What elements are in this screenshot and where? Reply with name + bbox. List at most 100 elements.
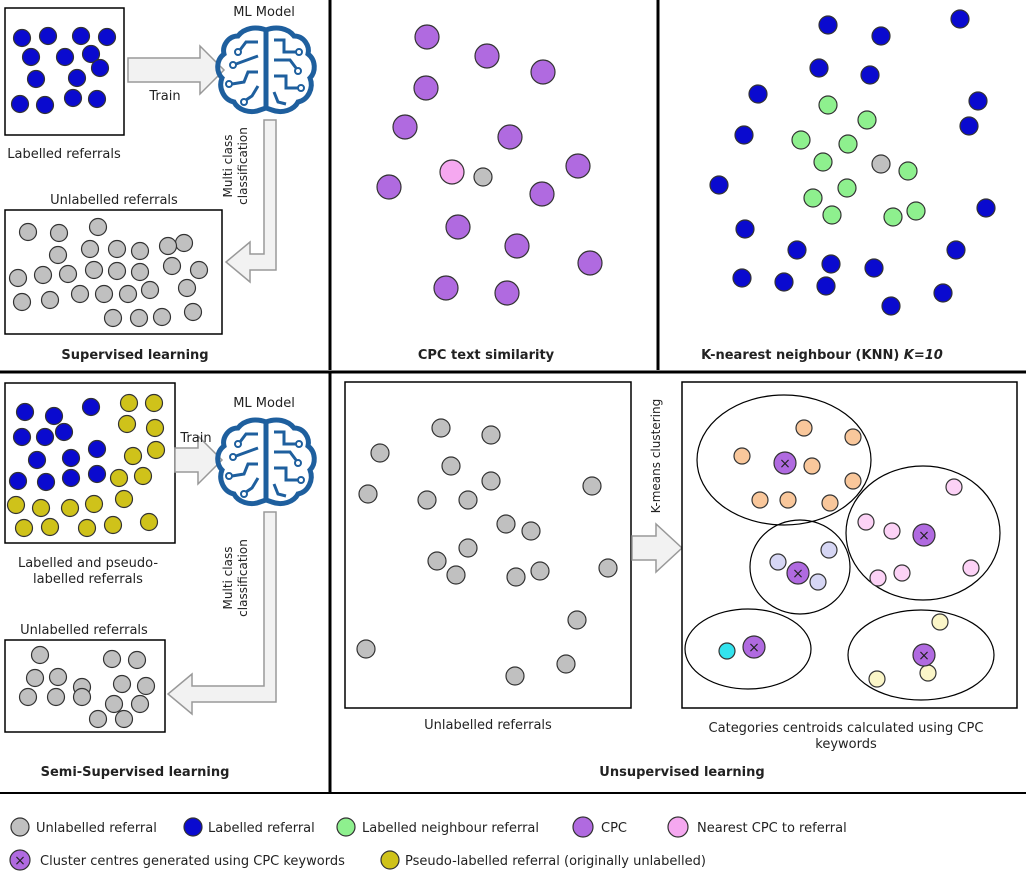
legend-labelled-symbol <box>183 817 203 837</box>
unlabelled-referral-dot <box>427 551 447 571</box>
legend-neighbour: Labelled neighbour referral <box>362 821 539 836</box>
cluster-member-dot <box>869 569 887 587</box>
labelled-referral-dot <box>21 47 41 67</box>
labelled-referral-dot <box>732 268 752 288</box>
unlabelled-referral-dot <box>12 292 32 312</box>
panel-title: CPC text similarity <box>418 348 555 363</box>
model-label: ML Model <box>233 5 295 20</box>
unlabelled-referral-dot <box>8 268 28 288</box>
panel-knn: K-nearest neighbour (KNN) K=10 <box>701 9 996 363</box>
cluster-member-dot <box>809 573 827 591</box>
cluster-member-dot <box>821 494 839 512</box>
classify-arrow <box>166 511 277 716</box>
unlabelled-referral-dot <box>18 222 38 242</box>
unlabelled-referral-dot <box>104 694 124 714</box>
unlabelled-referral-dot <box>30 645 50 665</box>
unlabelled-referral-dot <box>177 278 197 298</box>
legend-unlabelled-symbol <box>10 817 30 837</box>
classify-label-1: Multi class <box>221 135 235 198</box>
legend: × Unlabelled referral Labelled referral … <box>9 816 847 871</box>
panel-title: Unsupervised learning <box>599 765 764 780</box>
unlabelled-referral-dot <box>458 490 478 510</box>
unlabelled-referral-dot <box>88 217 108 237</box>
labelled-referral-dot <box>748 84 768 104</box>
unlabelled-dots <box>18 645 156 729</box>
labelled-referral-dot <box>860 65 880 85</box>
labelled-neighbour-dot <box>838 134 858 154</box>
labelled-neighbour-dot <box>883 207 903 227</box>
labelled-referral-dot <box>821 254 841 274</box>
unlabelled-dots <box>356 418 618 686</box>
unlabelled-referral-dot <box>46 687 66 707</box>
unlabelled-referral-dot <box>871 154 891 174</box>
unlabelled-referral-dot <box>458 538 478 558</box>
pseudo-labelled-dot <box>31 498 51 518</box>
train-arrow <box>174 434 224 486</box>
legend-cluster-centre: Cluster centres generated using CPC keyw… <box>40 854 345 869</box>
unlabelled-referral-dot <box>582 476 602 496</box>
labelled-referral-dot <box>709 175 729 195</box>
train-arrow <box>127 44 226 96</box>
classify-label-2: classification <box>236 539 250 617</box>
panel-title: Supervised learning <box>61 348 208 363</box>
labelled-referral-dot <box>87 439 107 459</box>
panel-cpc-similarity: CPC text similarity <box>376 24 603 363</box>
cpc-dot <box>577 250 603 276</box>
cluster-member-dot <box>844 472 862 490</box>
cluster-member-dot <box>803 457 821 475</box>
labelled-referral-dot <box>968 91 988 111</box>
unlabelled-referral-dot <box>33 265 53 285</box>
unlabelled-referral-dot <box>107 261 127 281</box>
unlabelled-referral-dot <box>112 674 132 694</box>
labelled-referral-dot <box>71 26 91 46</box>
cluster-ellipse <box>847 609 995 701</box>
cluster-member-dot <box>769 553 787 571</box>
labelled-referral-dot <box>87 89 107 109</box>
unlabelled-referral-dot <box>505 666 525 686</box>
brain-icon <box>218 28 315 112</box>
pseudo-labelled-dot <box>40 517 60 537</box>
cluster-member-dot <box>820 541 838 559</box>
pseudo-labelled-dot <box>6 495 26 515</box>
cluster-ellipse <box>845 465 1001 601</box>
centroid-caption-2: keywords <box>815 737 877 752</box>
unlabelled-referral-dot <box>130 694 150 714</box>
cluster-centre-cross: × <box>14 853 26 869</box>
legend-pseudo-symbol <box>380 850 400 870</box>
centroid-caption-1: Categories centroids calculated using CP… <box>709 721 984 736</box>
panel-title: Semi-Supervised learning <box>41 765 230 780</box>
unlabelled-referral-dot <box>18 687 38 707</box>
nearest-cpc-dot <box>439 159 465 185</box>
cluster-centre-cross: × <box>918 528 930 544</box>
pseudo-labelled-dot <box>133 466 153 486</box>
cluster-member-dot <box>945 478 963 496</box>
unlabelled-referral-dot <box>441 456 461 476</box>
unlabelled-referral-dot <box>103 308 123 328</box>
labelled-referral-dot <box>959 116 979 136</box>
pseudo-labelled-dot <box>117 414 137 434</box>
labelled-referral-dot <box>81 44 101 64</box>
labelled-referral-dot <box>933 283 953 303</box>
unlabelled-referral-dot <box>530 561 550 581</box>
cpc-dot <box>529 181 555 207</box>
labelled-referral-dot <box>61 468 81 488</box>
pseudo-labelled-dot <box>103 515 123 535</box>
labelled-referral-dot <box>774 272 794 292</box>
cpc-dot <box>414 24 440 50</box>
cpc-dot <box>413 75 439 101</box>
unlabelled-referral-dot <box>431 418 451 438</box>
cluster-member-dot <box>962 559 980 577</box>
cluster-centre-cross: × <box>918 648 930 664</box>
cluster-centre-cross: × <box>779 456 791 472</box>
cluster-dots: ××××× <box>718 419 980 688</box>
labelled-neighbour-dot <box>818 95 838 115</box>
panel-supervised: Labelled referrals Train ML Model Multi … <box>4 5 315 363</box>
labelled-referral-dot <box>15 402 35 422</box>
unlabelled-referral-dot <box>102 649 122 669</box>
labelled-neighbour-dot <box>803 188 823 208</box>
unlabelled-referral-dot <box>358 484 378 504</box>
labelled-referral-dot <box>55 47 75 67</box>
cluster-member-dot <box>931 613 949 631</box>
unlabelled-referral-dot <box>80 239 100 259</box>
